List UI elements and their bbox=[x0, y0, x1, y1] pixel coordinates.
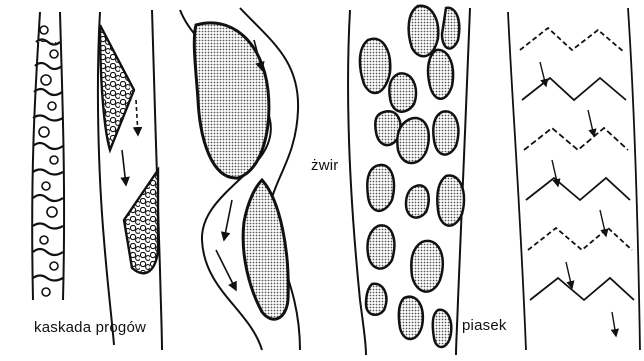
sediment-bar-upper bbox=[194, 23, 269, 178]
sediment-bar-lower bbox=[243, 180, 288, 319]
gravel-label: żwir bbox=[311, 157, 338, 174]
sand-label: piasek bbox=[462, 317, 507, 334]
meander-bars-panel bbox=[180, 8, 300, 350]
braided-gravel-panel bbox=[348, 6, 470, 355]
cascade-panel bbox=[32, 12, 64, 300]
alternate-bars-panel bbox=[98, 10, 162, 350]
cascade-label: kaskada progów bbox=[34, 319, 146, 336]
sand-bedforms-panel bbox=[508, 8, 640, 350]
